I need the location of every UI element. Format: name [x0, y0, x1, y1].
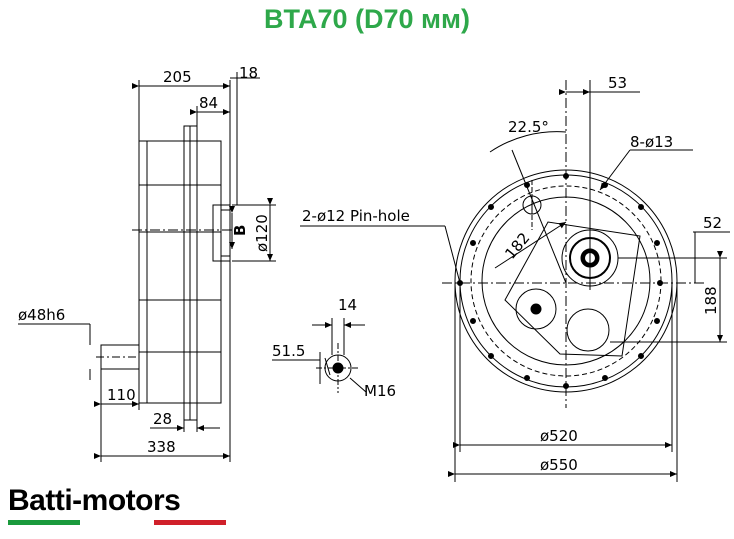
dim-top-offset: 53	[608, 74, 627, 92]
dim-overall-width: 205	[163, 68, 192, 86]
dim-shaft-length: 110	[107, 386, 136, 404]
side-view	[18, 72, 276, 462]
dim-shaft-diameter: ø48h6	[18, 306, 65, 324]
shaft-hole-center	[530, 303, 542, 315]
dim-outer-diameter: ø550	[540, 456, 578, 474]
dim-angle: 22.5°	[508, 118, 549, 136]
dim-holes: 8-ø13	[630, 133, 673, 151]
hub-cutout	[504, 221, 641, 357]
angle-arc	[489, 131, 567, 153]
dim-hub-width: 84	[199, 94, 218, 112]
side-view-labels: 205 18 84 B ø120 ø48h6 110 28 338	[18, 64, 271, 456]
brand-logo: Batti-motors	[8, 484, 181, 517]
detail-view	[272, 318, 367, 393]
bolt-holes	[457, 173, 663, 389]
dim-right-offset: 52	[703, 214, 722, 232]
drawing-title: BTA70 (D70 мм)	[264, 4, 470, 34]
front-view	[300, 80, 730, 482]
motor-body-outline	[138, 140, 222, 404]
dim-inner-diameter: ø520	[540, 427, 578, 445]
dim-shaft-label: B	[231, 225, 249, 236]
brand-red-bar	[154, 520, 226, 525]
dim-detail-width: 14	[338, 296, 357, 314]
dim-height: 188	[702, 286, 720, 315]
lower-hole	[566, 308, 610, 352]
dim-flange-offset: 18	[239, 64, 258, 82]
dim-pin-hole: 2-ø12 Pin-hole	[302, 207, 410, 225]
brand-green-bar	[8, 520, 80, 525]
detail-view-labels: 14 51.5 M16	[272, 296, 396, 400]
dim-hub-diameter: ø120	[253, 214, 271, 252]
dim-detail-offset: 51.5	[272, 342, 305, 360]
front-view-labels: 53 22.5° 8-ø13 2-ø12 Pin-hole 182 52 188…	[302, 74, 722, 474]
dim-flange-thickness: 28	[153, 410, 172, 428]
dim-total-length: 338	[147, 438, 176, 456]
dim-detail-thread: M16	[364, 382, 396, 400]
shaft-hole	[515, 288, 557, 330]
